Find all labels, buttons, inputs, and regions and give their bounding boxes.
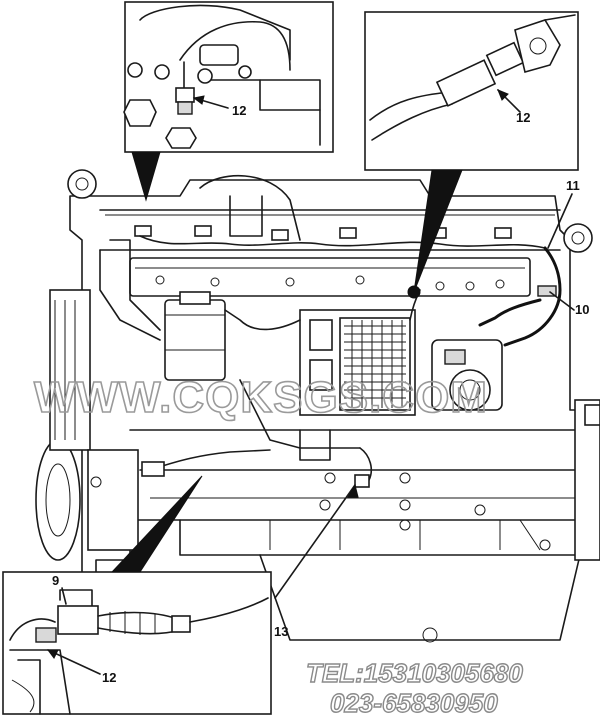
watermark-tel: TEL:15310305680 xyxy=(306,658,523,688)
callout-11: 11 xyxy=(566,178,580,193)
callout-9: 9 xyxy=(52,573,59,588)
inset-pointer-bottom-left xyxy=(110,475,203,573)
callout-12-top-right: 12 xyxy=(516,110,530,125)
inset-pointer-top-left xyxy=(131,151,161,202)
callout-12-bottom: 12 xyxy=(102,670,116,685)
watermark-phone: 023-65830950 xyxy=(330,688,498,718)
watermark-site: WWW.CQKSGS.COM xyxy=(34,373,488,422)
injector-connectors xyxy=(134,225,512,241)
callout-10: 10 xyxy=(575,302,589,317)
fuel-pump-area xyxy=(431,339,503,411)
inset-bottom-left: 9 12 xyxy=(2,475,272,715)
callout-13: 13 xyxy=(274,624,288,639)
main-callouts: 11 10 13 xyxy=(274,178,589,639)
block-bolts xyxy=(319,472,551,643)
engine-block xyxy=(35,169,600,643)
main-wiring-harness xyxy=(141,246,562,488)
manifold-bolts xyxy=(155,275,505,291)
ecm-module xyxy=(299,309,416,416)
inset-pointer-top-right xyxy=(413,169,463,293)
callout-12-top-left: 12 xyxy=(232,103,246,118)
inset-top-left: 12 xyxy=(123,1,334,202)
inset-top-right: 12 xyxy=(364,11,579,293)
